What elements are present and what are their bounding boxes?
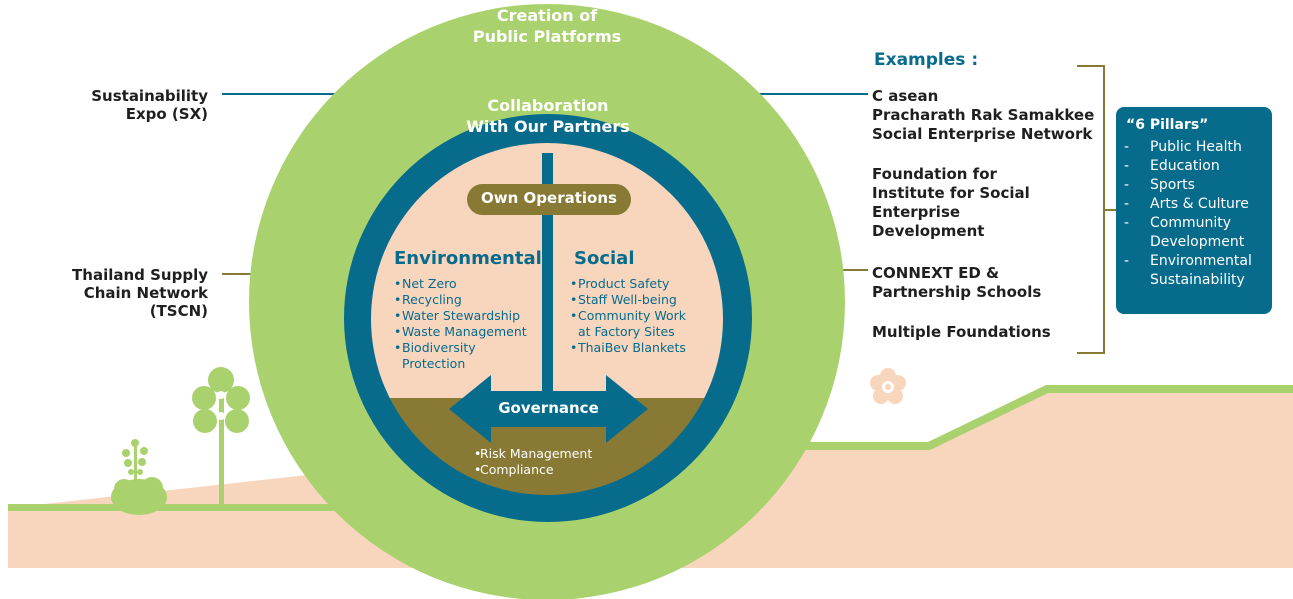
examples-group-3: CONNEXT ED & Partnership Schools [872, 264, 1097, 302]
label-line: (TSCN) [149, 302, 208, 320]
outer-ring-title-line1: Creation of [496, 6, 598, 25]
examples-heading: Examples : [874, 50, 979, 70]
list-item: Recycling [394, 292, 534, 308]
list-item: Community Work at Factory Sites [570, 308, 690, 340]
label-line: Thailand Supply [72, 266, 208, 284]
example-line: C asean [872, 87, 939, 105]
flower-icon [870, 368, 906, 404]
list-item: Biodiversity Protection [394, 340, 482, 372]
tree-icon [192, 367, 250, 508]
label-tscn: Thailand Supply Chain Network (TSCN) [40, 266, 208, 320]
list-item: Staff Well-being [570, 292, 690, 308]
list-item: Compliance [474, 462, 592, 478]
six-pillars-list: Public Health Education Sports Arts & Cu… [1124, 138, 1270, 290]
environmental-list: Net Zero Recycling Water Stewardship Was… [394, 276, 534, 372]
examples-group-4: Multiple Foundations [872, 323, 1097, 342]
core-divider [542, 153, 553, 393]
examples-group-1: C asean Pracharath Rak Samakkee Social E… [872, 87, 1097, 144]
example-line: Pracharath Rak Samakkee [872, 106, 1095, 124]
middle-ring-title-line1: Collaboration [487, 96, 609, 115]
sprout-icon [111, 439, 167, 515]
label-line: Expo (SX) [125, 105, 208, 123]
label-line: Sustainability [91, 87, 208, 105]
examples-group-2: Foundation for Institute for Social Ente… [872, 165, 1097, 241]
pillar-item: Education [1124, 157, 1270, 176]
example-line: Partnership Schools [872, 283, 1042, 301]
pillar-item: Sports [1124, 176, 1270, 195]
list-item: Water Stewardship [394, 308, 534, 324]
example-line: Development [872, 222, 985, 240]
example-line: Institute for Social [872, 184, 1030, 202]
outer-ring-title-line2: Public Platforms [472, 27, 622, 46]
list-item: Risk Management [474, 446, 592, 462]
middle-ring-title: Collaboration With Our Partners [438, 95, 658, 137]
example-line: CONNEXT ED & [872, 264, 1000, 282]
middle-ring-title-line2: With Our Partners [466, 117, 630, 136]
pillar-item: Public Health [1124, 138, 1270, 157]
environmental-title: Environmental [394, 248, 542, 269]
label-line: Chain Network [83, 284, 208, 302]
outer-ring-title: Creation of Public Platforms [447, 5, 647, 47]
own-operations-label: Own Operations [481, 189, 617, 207]
social-list: Product Safety Staff Well-being Communit… [570, 276, 690, 356]
example-line: Enterprise [872, 203, 961, 221]
example-line: Foundation for [872, 165, 997, 183]
example-line: Social Enterprise Network [872, 125, 1093, 143]
six-pillars-title: “6 Pillars” [1126, 117, 1209, 133]
own-operations-pill [467, 184, 631, 215]
list-item: Product Safety [570, 276, 690, 292]
pillar-item: Environmental Sustainability [1124, 252, 1270, 290]
list-item: Waste Management [394, 324, 534, 340]
governance-list: Risk Management Compliance [474, 446, 592, 478]
examples-bracket [1077, 65, 1116, 354]
list-item: Net Zero [394, 276, 534, 292]
list-item: ThaiBev Blankets [570, 340, 690, 356]
label-sustainability-expo: Sustainability Expo (SX) [40, 87, 208, 123]
double-arrow-icon [449, 375, 648, 443]
social-title: Social [574, 248, 635, 269]
example-line: Multiple Foundations [872, 323, 1051, 341]
six-pillars-box: “6 Pillars” Public Health Education Spor… [1116, 107, 1272, 314]
governance-title: Governance [498, 399, 599, 417]
pillar-item: Arts & Culture [1124, 195, 1270, 214]
pillar-item: Community Development [1124, 214, 1270, 252]
